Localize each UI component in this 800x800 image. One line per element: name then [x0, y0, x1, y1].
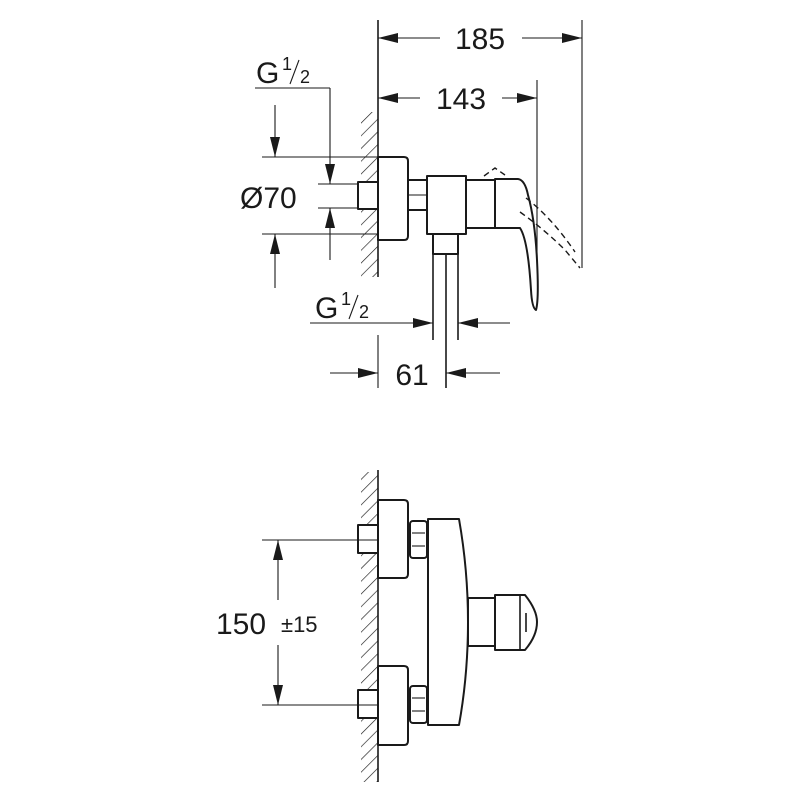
inlet-stub-upper: [357, 524, 379, 554]
dimension-150: 150: [216, 608, 266, 641]
wall-hatching: [361, 472, 378, 782]
thread-num: 1: [282, 54, 292, 74]
valve-body: [426, 175, 467, 235]
thread-label-top: G 1 2: [256, 54, 310, 90]
nut-upper: [409, 520, 428, 559]
thread-den: 2: [359, 302, 369, 322]
nut-lower: [409, 685, 428, 724]
wall-flange-lower: [377, 665, 409, 746]
valve-body: [427, 518, 469, 726]
dimension-diameter-70: Ø70: [240, 182, 297, 215]
lever-cap: [494, 594, 538, 651]
lever-handle: [494, 178, 539, 311]
thread-den: 2: [300, 67, 310, 87]
dimension-tolerance: ±15: [281, 612, 318, 637]
top-view: 150 ±15: [216, 470, 538, 782]
cartridge: [467, 597, 496, 647]
outlet-connector: [432, 233, 459, 255]
thread-g: G: [256, 57, 279, 90]
dimension-61: 61: [395, 359, 428, 392]
side-view: 185 143 G 1 2 Ø70: [240, 20, 583, 392]
thread-label-outlet: G 1 2: [315, 289, 369, 325]
thread-num: 1: [341, 289, 351, 309]
dimension-143: 143: [436, 83, 486, 116]
thread-g: G: [315, 292, 338, 325]
inlet-stub-lower: [357, 689, 379, 719]
dimension-185: 185: [455, 23, 505, 56]
cartridge: [465, 179, 496, 229]
wall-flange-upper: [377, 499, 409, 579]
wall-flange: [377, 156, 409, 241]
inlet-stub: [357, 181, 379, 210]
